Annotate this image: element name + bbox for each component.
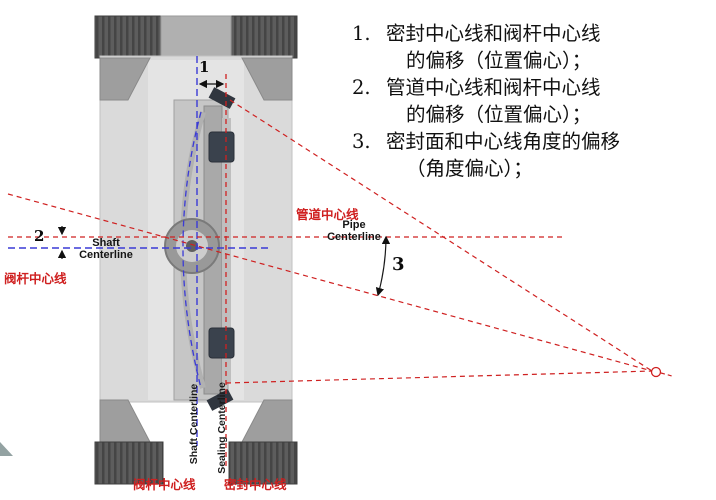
seat-segment-bottom — [206, 389, 234, 411]
note-item-3: 3. 密封面和中心线角度的偏移 （角度偏心）； — [352, 128, 704, 182]
cone-line-lower — [225, 370, 653, 384]
angle-3-arc — [375, 235, 391, 297]
notes-list: 1. 密封中心线和阀杆中心线 的偏移（位置偏心）； 2. 管道中心线和阀杆中心线… — [352, 20, 704, 182]
slide-corner-mark — [0, 442, 13, 456]
offset-1-label: 1 — [199, 58, 210, 76]
bottom-flange-left — [94, 441, 164, 485]
note-2-line1: 管道中心线和阀杆中心线 — [386, 76, 601, 99]
bottom-shoulder-left — [99, 399, 151, 443]
sealing-axis-line — [7, 193, 653, 372]
note-1-line2: 的偏移（位置偏心）； — [406, 49, 592, 72]
sealing-centerline-label-cn-bottom: 密封中心线 — [224, 477, 287, 492]
top-shoulder-right — [241, 57, 293, 101]
bottom-shoulder-right — [241, 399, 293, 443]
cone-apex-tail — [660, 372, 673, 377]
note-item-1: 1. 密封中心线和阀杆中心线 的偏移（位置偏心）； — [352, 20, 704, 74]
note-3-line1: 密封面和中心线角度的偏移 — [386, 130, 621, 153]
valve-illustration — [94, 15, 298, 485]
pipe-centerline-label-en: Pipe Centerline — [327, 219, 381, 243]
sealing-centerline-label-vertical: Sealing Centerline — [216, 382, 228, 474]
pipe-centerline-label-cn: 管道中心线 — [296, 207, 359, 222]
angle-3-label: 3 — [392, 254, 405, 275]
shaft-centerline-label-en: Shaft Centerline — [79, 237, 133, 261]
offset-2-label: 2 — [34, 227, 45, 245]
top-flange-left — [94, 15, 162, 59]
shaft-end — [186, 240, 198, 252]
note-3-line2: （角度偏心）； — [406, 157, 533, 180]
disc-bolt-top — [208, 131, 235, 163]
note-1-line1: 密封中心线和阀杆中心线 — [386, 22, 601, 45]
shaft-centerline-label-cn-bottom: 阀杆中心线 — [133, 477, 196, 492]
top-neck — [160, 15, 232, 59]
shaft-centerline-label-vertical: Shaft Centerline — [188, 383, 200, 465]
disc-bolt-bottom — [208, 327, 235, 359]
note-3-number: 3. — [352, 130, 371, 153]
note-2-line2: 的偏移（位置偏心）； — [406, 103, 592, 126]
note-1-number: 1. — [352, 22, 371, 45]
top-shoulder-left — [99, 57, 151, 101]
note-item-2: 2. 管道中心线和阀杆中心线 的偏移（位置偏心）； — [352, 74, 704, 128]
shaft-centerline-label-cn-left: 阀杆中心线 — [4, 271, 67, 286]
top-flange-right — [230, 15, 298, 59]
cone-line-upper — [229, 99, 653, 372]
cone-apex-marker — [650, 366, 662, 378]
seat-segment-top — [208, 87, 236, 109]
note-2-number: 2. — [352, 76, 371, 99]
bottom-flange-right — [228, 441, 298, 485]
disc-swing-arc — [182, 111, 202, 389]
